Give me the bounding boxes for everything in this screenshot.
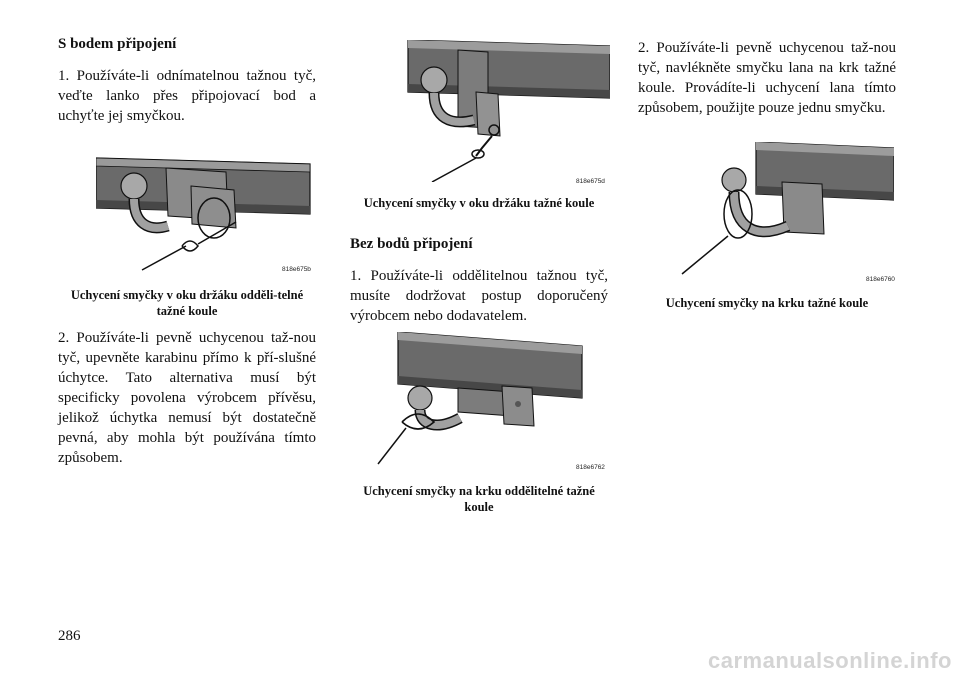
right-paragraph-1: 2. Používáte-li pevně uchycenou taž-nou …: [638, 40, 896, 116]
figure-caption-1: Uchycení smyčky v oku držáku odděli-teln…: [70, 288, 304, 318]
middle-paragraph-1: 1. Používáte-li oddělitelnou tažnou tyč,…: [350, 268, 608, 324]
figure-818e6760: [672, 142, 894, 276]
hitch-illustration-3: [377, 332, 583, 465]
figure-code-1: 818e675b: [282, 266, 311, 273]
figure-caption-4: Uchycení smyčky na krku tažné koule: [665, 296, 869, 310]
figure-code-4: 818e6760: [866, 276, 895, 283]
left-paragraph-2: 2. Používáte-li pevně uchycenou taž-nou …: [58, 330, 316, 466]
section-heading-with-point: S bodem připojení: [58, 36, 177, 52]
figure-818e675d: [388, 40, 610, 182]
left-paragraph-1: 1. Používáte-li odnímatelnou tažnou tyč,…: [58, 68, 316, 124]
figure-818e675b: [96, 128, 318, 272]
section-heading-without-point: Bez bodů připojení: [350, 236, 473, 252]
figure-caption-2: Uchycení smyčky v oku držáku tažné koule: [363, 196, 595, 210]
hitch-illustration-1: [96, 157, 311, 271]
page-number: 286: [58, 628, 81, 644]
hitch-illustration-2: [407, 40, 610, 182]
figure-caption-3: Uchycení smyčky na krku oddělitelné tažn…: [363, 484, 595, 514]
figure-code-2: 818e675d: [576, 178, 605, 185]
figure-818e6762: [372, 332, 610, 468]
figure-code-3: 818e6762: [576, 464, 605, 471]
watermark: carmanualsonline.info: [708, 648, 952, 673]
hitch-illustration-4: [681, 142, 894, 275]
